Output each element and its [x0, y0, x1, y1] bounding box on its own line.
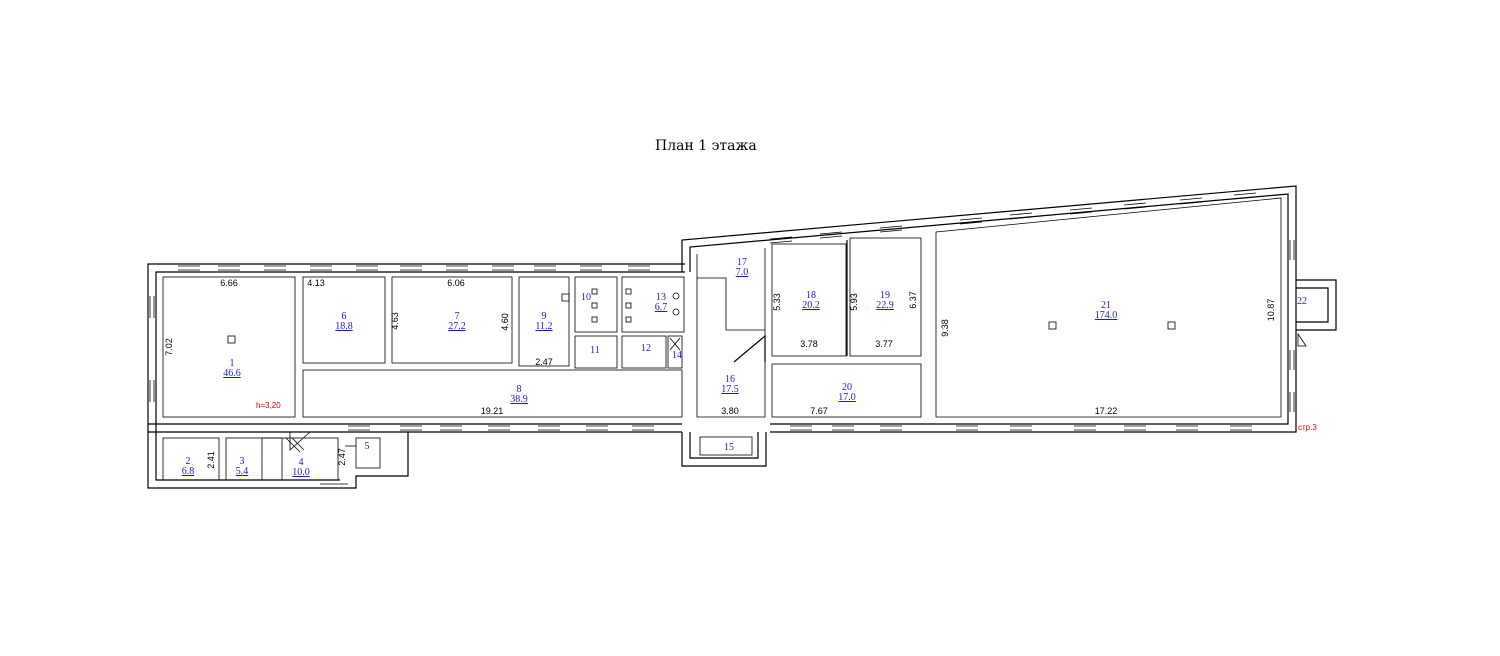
room-area: 174.0	[1095, 310, 1118, 321]
window-mark	[1123, 202, 1147, 206]
room-number: 3	[240, 456, 245, 467]
window-mark	[1069, 211, 1093, 215]
dimension-label: 6.37	[908, 291, 918, 309]
ceiling-height-note: h=3,20	[256, 401, 281, 410]
room-area: 6.8	[182, 466, 195, 477]
room-number: 8	[517, 384, 522, 395]
room-area: 7.0	[736, 267, 749, 278]
interior-walls	[162, 197, 1307, 485]
plan-title: План 1 этажа	[655, 138, 757, 154]
window-mark	[1009, 216, 1033, 220]
window-mark	[959, 221, 983, 225]
dimension-label: 4.13	[307, 278, 325, 288]
room-number: 15	[724, 442, 734, 453]
window-mark	[769, 236, 793, 240]
room-number: 1	[230, 358, 235, 369]
dimension-labels: 6.66 7.02 2.41 2.47 4.13 4.63 6.06 4.60 2.47 19.2…	[164, 278, 1276, 469]
room-number: 13	[656, 292, 666, 303]
room-area: 11.2	[535, 321, 552, 332]
windows	[149, 192, 1295, 431]
dimension-label: 6.06	[447, 278, 465, 288]
room-area: 46.6	[223, 368, 241, 379]
outer-walls	[147, 185, 1337, 489]
room-area: 20.2	[802, 300, 820, 311]
room-number: 20	[842, 382, 852, 393]
window-mark	[1123, 206, 1147, 210]
room-number: 18	[806, 290, 816, 301]
window-mark	[879, 225, 903, 229]
room-number: 10	[581, 292, 591, 303]
room-area: 38.9	[510, 394, 528, 405]
window-mark	[1233, 192, 1257, 196]
room-area: 18.8	[335, 321, 353, 332]
window-mark	[819, 235, 843, 239]
dimension-label: 2.47	[337, 448, 347, 466]
room-area: 27.2	[448, 321, 466, 332]
room-number: 22	[1297, 296, 1307, 307]
room-number: 7	[455, 311, 460, 322]
dimension-label: 3.77	[875, 339, 893, 349]
room-area: 6.7	[655, 302, 668, 313]
room-area: 17.5	[721, 384, 739, 395]
room-area: 22.9	[876, 300, 894, 311]
window-mark	[819, 231, 843, 235]
room-number: 11	[590, 345, 600, 356]
dimension-label: 6.66	[220, 278, 238, 288]
dimension-label: 7.02	[164, 338, 174, 356]
dimension-label: 3.80	[721, 406, 739, 416]
dimension-label: 3.78	[800, 339, 818, 349]
room-number: 2	[186, 456, 191, 467]
room-number: 19	[880, 290, 890, 301]
room-number: 14	[672, 350, 682, 361]
dimension-label: 4.60	[500, 313, 510, 331]
dimension-label: 10.87	[1266, 299, 1276, 322]
dimension-label: 19.21	[481, 406, 504, 416]
window-mark	[879, 229, 903, 233]
window-mark	[1179, 201, 1203, 205]
dimension-label: 17.22	[1095, 406, 1118, 416]
dimension-label: 4.63	[390, 312, 400, 330]
room-number: 9	[542, 311, 547, 322]
room-number: 12	[641, 343, 651, 354]
room-area: 17.0	[838, 392, 856, 403]
window-mark	[959, 217, 983, 221]
dimension-label: 9.38	[940, 319, 950, 337]
room-number: 4	[299, 457, 304, 468]
page-reference: стр.3	[1298, 423, 1317, 432]
dimension-label: 5.93	[849, 293, 859, 311]
room-number: 6	[342, 311, 347, 322]
window-mark	[1009, 212, 1033, 216]
dimension-label: 2.41	[206, 451, 216, 469]
window-mark	[1069, 207, 1093, 211]
window-mark	[769, 240, 793, 244]
room-number: 5	[365, 441, 370, 452]
window-mark	[1179, 197, 1203, 201]
room-number: 21	[1101, 300, 1111, 311]
dimension-label: 2.47	[535, 357, 553, 367]
dimension-label: 5.33	[772, 293, 782, 311]
dimension-label: 7.67	[810, 406, 828, 416]
room-area: 5.4	[236, 466, 249, 477]
room-number: 17	[737, 257, 747, 268]
room-area: 10.0	[292, 467, 310, 478]
room-number: 16	[725, 374, 735, 385]
room-labels: 146.6 26.8 35.4 410.0 5 618.8 727.2 838.9 911.2 1…	[182, 257, 1307, 478]
window-mark	[1233, 196, 1257, 200]
